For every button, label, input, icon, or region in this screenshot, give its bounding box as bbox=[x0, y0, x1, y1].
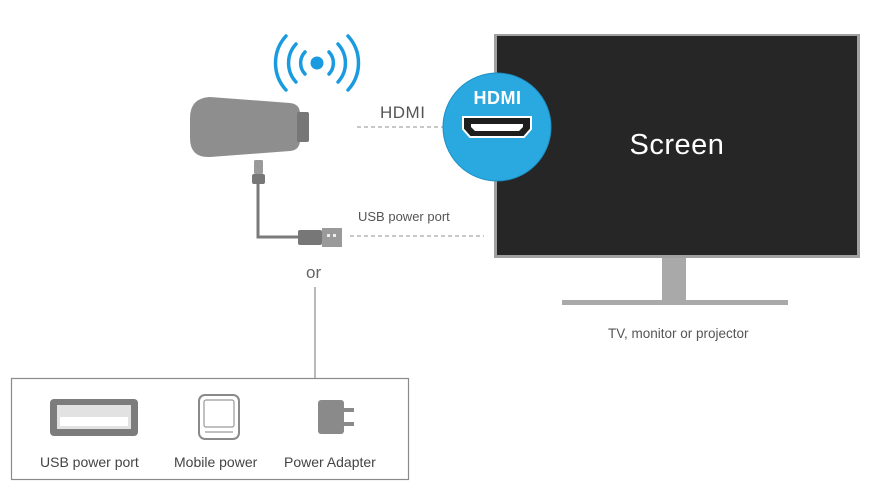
tv-screen bbox=[497, 36, 857, 255]
power-adapter-icon bbox=[318, 400, 354, 434]
power-bank-icon bbox=[198, 394, 240, 440]
option-adapter-label: Power Adapter bbox=[284, 454, 376, 470]
tv-monitor bbox=[494, 34, 860, 305]
screen-label: Screen bbox=[629, 129, 725, 161]
hdmi-port-icon bbox=[462, 116, 532, 138]
tv-caption: TV, monitor or projector bbox=[608, 326, 749, 341]
hdmi-badge-label: HDMI bbox=[473, 88, 522, 108]
micro-usb-cable bbox=[252, 160, 300, 239]
usb-port-icon bbox=[50, 399, 138, 436]
option-usb-label: USB power port bbox=[40, 454, 139, 470]
usb-connection-label: USB power port bbox=[358, 209, 450, 224]
dashed-connectors bbox=[350, 126, 484, 237]
usb-plug-icon bbox=[298, 228, 342, 247]
hdmi-connection-label: HDMI bbox=[380, 103, 426, 122]
wifi-icon bbox=[273, 34, 361, 92]
dongle-icon bbox=[190, 97, 309, 158]
hdmi-badge bbox=[442, 72, 552, 182]
or-label: or bbox=[306, 263, 322, 282]
option-mobile-label: Mobile power bbox=[174, 454, 258, 470]
